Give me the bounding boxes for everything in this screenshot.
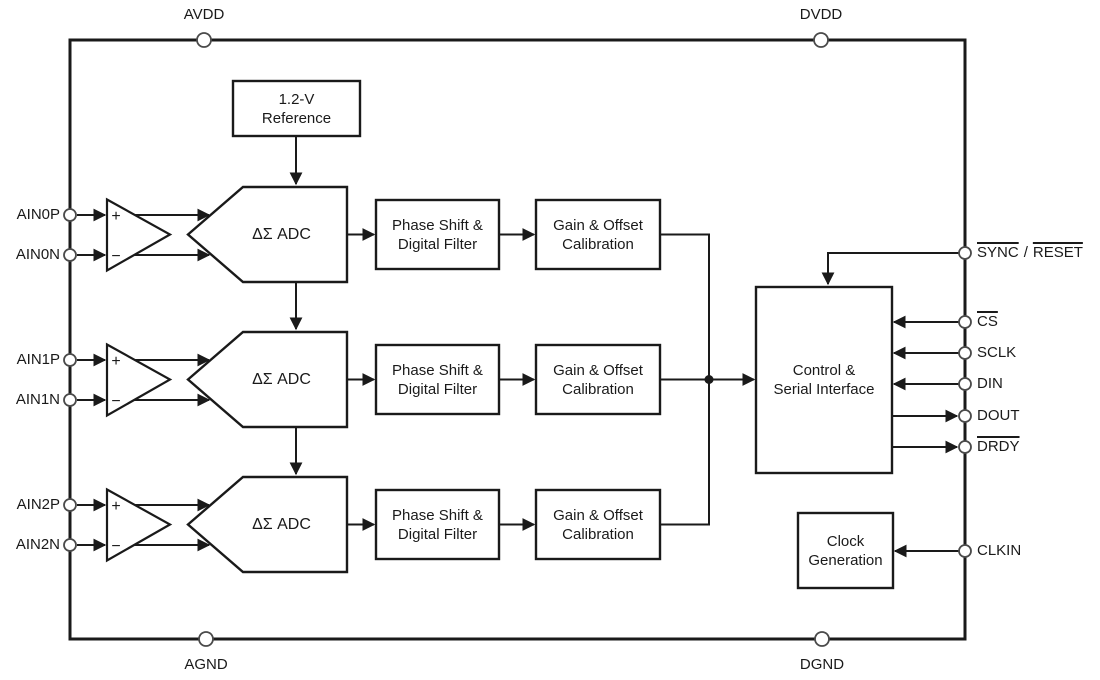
opamp2-plus-sign: + bbox=[111, 498, 121, 515]
sync-label-part: SYNC bbox=[977, 244, 1019, 261]
chip-border bbox=[68, 38, 967, 641]
pin-ain2p bbox=[63, 498, 77, 512]
opamp1-plus-sign: + bbox=[111, 353, 121, 370]
ain2n-label: AIN2N bbox=[15, 536, 60, 553]
pin-din bbox=[958, 377, 972, 391]
sync-reset-label: SYNC/RESET bbox=[977, 244, 1083, 262]
clock-label-line1: Clock bbox=[826, 532, 865, 550]
pin-dgnd bbox=[814, 631, 830, 647]
dgnd-label: DGND bbox=[799, 656, 845, 673]
opamp-shape-1 bbox=[105, 342, 173, 418]
phase-filter-box-shape-0 bbox=[374, 198, 501, 271]
pin-sclk bbox=[958, 346, 972, 360]
opamp-shape-2 bbox=[105, 487, 173, 563]
ain0n-label: AIN0N bbox=[15, 246, 60, 263]
din-label: DIN bbox=[977, 375, 1003, 392]
clkin-label: CLKIN bbox=[977, 542, 1022, 559]
reference-label-line2: Reference bbox=[261, 109, 332, 127]
cs-label-text: CS bbox=[977, 313, 998, 330]
sync-reset-separator: / bbox=[1023, 244, 1028, 261]
gain-label-line1: Gain & Offset bbox=[553, 506, 643, 524]
pin-agnd bbox=[198, 631, 214, 647]
pin-circles bbox=[63, 32, 972, 647]
pin-dvdd bbox=[813, 32, 829, 48]
phase-label-line1: Phase Shift & bbox=[392, 361, 483, 379]
phase-label-line1: Phase Shift & bbox=[392, 506, 483, 524]
block-shapes bbox=[186, 79, 895, 590]
phase-label-line1: Phase Shift & bbox=[392, 216, 483, 234]
dout-label: DOUT bbox=[977, 407, 1020, 424]
dvdd-label: DVDD bbox=[799, 6, 843, 23]
opamp2-minus-sign: − bbox=[111, 538, 121, 555]
drdy-label: DRDY bbox=[977, 438, 1020, 456]
control-box-label: Control & Serial Interface bbox=[756, 287, 892, 473]
gain-label-line1: Gain & Offset bbox=[553, 216, 643, 234]
reset-label-part: RESET bbox=[1032, 244, 1083, 261]
agnd-label: AGND bbox=[184, 656, 228, 673]
adc-label-0: ΔΣ ADC bbox=[252, 225, 311, 243]
pin-clkin bbox=[958, 544, 972, 558]
pin-sync-reset bbox=[958, 246, 972, 260]
gain-offset-box-shape-1 bbox=[534, 343, 662, 416]
pin-drdy bbox=[958, 440, 972, 454]
pin-ain1p bbox=[63, 353, 77, 367]
phase-filter-label-2: Phase Shift & Digital Filter bbox=[376, 490, 499, 559]
gain-label-line2: Calibration bbox=[562, 235, 634, 253]
cs-label: CS bbox=[977, 313, 998, 331]
gain-offset-label-0: Gain & Offset Calibration bbox=[536, 200, 660, 269]
phase-label-line2: Digital Filter bbox=[397, 380, 478, 398]
ain2p-label: AIN2P bbox=[16, 496, 60, 513]
pin-ain2n bbox=[63, 538, 77, 552]
clock-label-line2: Generation bbox=[808, 551, 883, 569]
adc-label-2: ΔΣ ADC bbox=[252, 515, 311, 533]
clock-box-label: Clock Generation bbox=[798, 513, 893, 588]
pin-ain0p bbox=[63, 208, 77, 222]
avdd-label: AVDD bbox=[183, 6, 225, 23]
gain-label-line2: Calibration bbox=[562, 525, 634, 543]
clock-box-shape bbox=[796, 511, 895, 590]
phase-label-line2: Digital Filter bbox=[397, 235, 478, 253]
phase-filter-box-shape-2 bbox=[374, 488, 501, 561]
phase-label-line2: Digital Filter bbox=[397, 525, 478, 543]
opamp0-plus-sign: + bbox=[111, 208, 121, 225]
opamp0-minus-sign: − bbox=[111, 248, 121, 265]
adc-label-1: ΔΣ ADC bbox=[252, 370, 311, 388]
reference-box-label: 1.2-V Reference bbox=[233, 81, 360, 136]
gain-offset-label-2: Gain & Offset Calibration bbox=[536, 490, 660, 559]
phase-filter-label-1: Phase Shift & Digital Filter bbox=[376, 345, 499, 414]
pin-ain0n bbox=[63, 248, 77, 262]
sclk-label: SCLK bbox=[977, 344, 1017, 361]
phase-filter-label-0: Phase Shift & Digital Filter bbox=[376, 200, 499, 269]
pin-dout bbox=[958, 409, 972, 423]
opamp1-minus-sign: − bbox=[111, 393, 121, 410]
opamp-shapes bbox=[105, 197, 173, 563]
pin-cs bbox=[958, 315, 972, 329]
control-label-line2: Serial Interface bbox=[773, 381, 875, 398]
ain1p-label: AIN1P bbox=[16, 351, 60, 368]
gain-label-line1: Gain & Offset bbox=[553, 361, 643, 379]
pin-ain1n bbox=[63, 393, 77, 407]
opamp-shape-0 bbox=[105, 197, 173, 273]
ain0p-label: AIN0P bbox=[16, 206, 60, 223]
reference-label-line1: 1.2-V bbox=[278, 90, 315, 108]
control-label-line1: Control & bbox=[792, 362, 856, 379]
pin-avdd bbox=[196, 32, 212, 48]
ain1n-label: AIN1N bbox=[15, 391, 60, 408]
control-box-shape bbox=[754, 285, 894, 475]
gain-offset-label-1: Gain & Offset Calibration bbox=[536, 345, 660, 414]
gain-label-line2: Calibration bbox=[562, 380, 634, 398]
signal-wires bbox=[77, 136, 959, 558]
drdy-label-text: DRDY bbox=[977, 438, 1020, 455]
bus-junction-dot bbox=[704, 375, 714, 384]
